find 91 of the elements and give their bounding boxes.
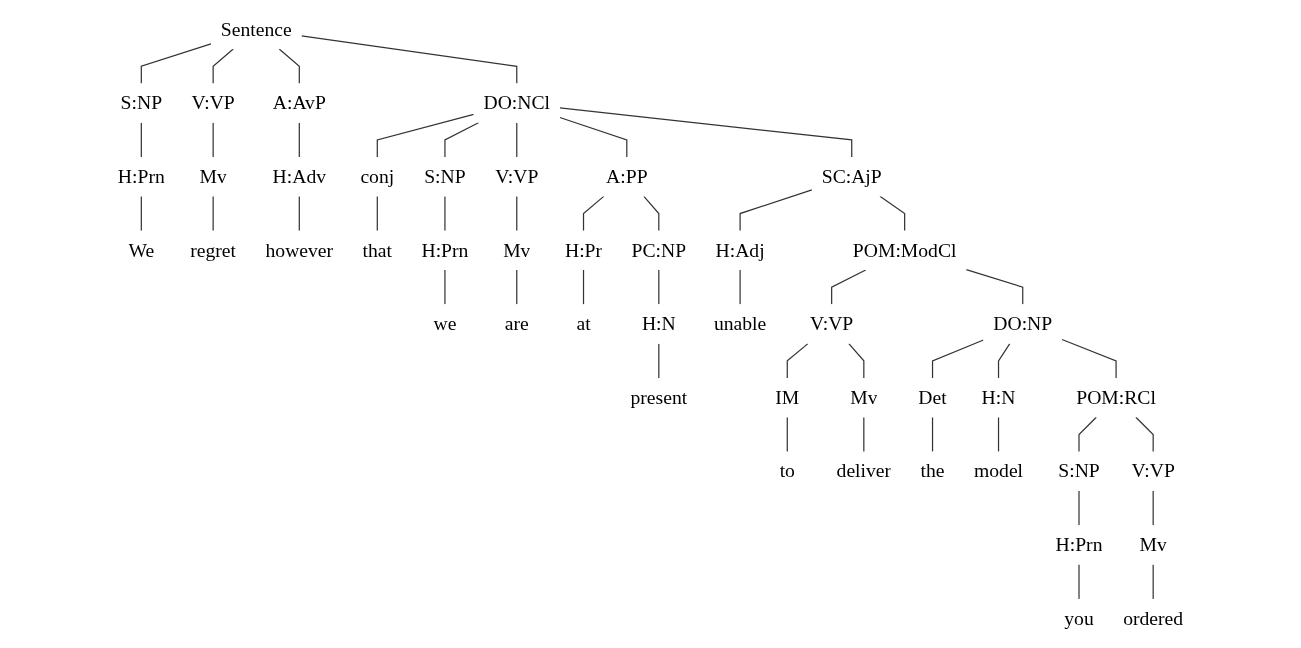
node-text: the [920,460,945,482]
node-text: Mv [850,386,878,408]
node-text: IM [775,386,800,408]
connector [848,343,865,379]
node-text: Det [918,386,947,408]
connector [298,195,300,232]
connector [140,195,142,232]
connector [1078,490,1080,526]
connector [1078,416,1097,453]
node-text: POM:RCl [1076,386,1156,408]
connector [212,122,214,158]
connector [559,107,853,158]
node-text: V:VP [495,165,539,187]
node-text: are [504,312,529,334]
connector [298,122,300,158]
connector [1152,563,1154,600]
node-text: A:PP [606,165,648,187]
node-text: however [265,239,334,261]
connector [1135,416,1154,453]
connector [582,269,585,305]
connector [559,116,628,158]
connector [300,35,518,85]
node-text: DO:NCl [483,92,551,113]
node-text: unable [713,312,767,334]
node-text: H:N [981,386,1016,408]
connector [786,343,809,379]
node-text: H:Pr [564,239,603,261]
node-text: that [362,239,393,261]
connector [931,416,934,453]
node-text: DO:NP [993,312,1053,334]
connector [1061,338,1117,379]
node-text: POM:ModCl [852,239,957,261]
node-text: at [576,312,591,334]
node-text: regret [190,239,237,261]
node-text: S:NP [120,92,163,113]
connector [931,339,985,379]
node-text: Sentence [220,18,292,40]
node-text: deliver [836,460,892,482]
connector [965,268,1024,305]
connector [212,195,214,232]
connector [879,195,906,232]
connector [278,48,300,85]
node-text: SC:AjP [821,165,882,187]
node-text: ordered [1123,607,1184,629]
node-text: to [779,460,795,482]
connector [516,195,518,232]
connector [516,122,518,158]
connector [516,269,518,305]
connector [863,416,865,453]
connector [376,195,378,232]
node-text: conj [360,165,395,187]
node-text: V:VP [191,92,235,113]
connector [140,43,212,85]
connector [997,343,1011,379]
connector [212,48,234,85]
node-text: PC:NP [631,239,687,261]
connector [444,269,446,305]
node-text: S:NP [1058,460,1100,482]
connector [376,113,475,158]
node-text: V:VP [810,312,854,334]
connector [658,343,660,379]
connector [997,416,1000,453]
node-text: model [973,460,1024,482]
node-text: H:Adv [272,165,327,187]
connector [444,122,480,158]
connector [643,195,660,232]
connector [739,269,741,305]
node-text: Mv [1139,533,1167,555]
node-text: you [1064,607,1094,629]
node-text: H:Prn [1055,533,1103,555]
connector [831,269,867,305]
connector [1078,563,1080,600]
connector [739,189,813,232]
node-text: H:Prn [117,165,165,187]
node-text: H:Adj [715,239,765,261]
connector [444,195,446,232]
node-text: V:VP [1131,460,1175,482]
node-text: We [128,239,155,261]
connector [658,269,660,305]
connector [786,416,788,453]
node-text: A:AvP [272,92,326,113]
node-text: Mv [199,165,227,187]
node-text: H:N [641,312,676,334]
node-text: S:NP [424,165,466,187]
node-text: we [433,312,457,334]
connector [1152,490,1154,526]
connector [582,195,605,232]
node-text: present [630,386,688,408]
node-text: H:Prn [421,239,469,261]
node-text: Mv [503,239,531,261]
connector [140,122,142,158]
